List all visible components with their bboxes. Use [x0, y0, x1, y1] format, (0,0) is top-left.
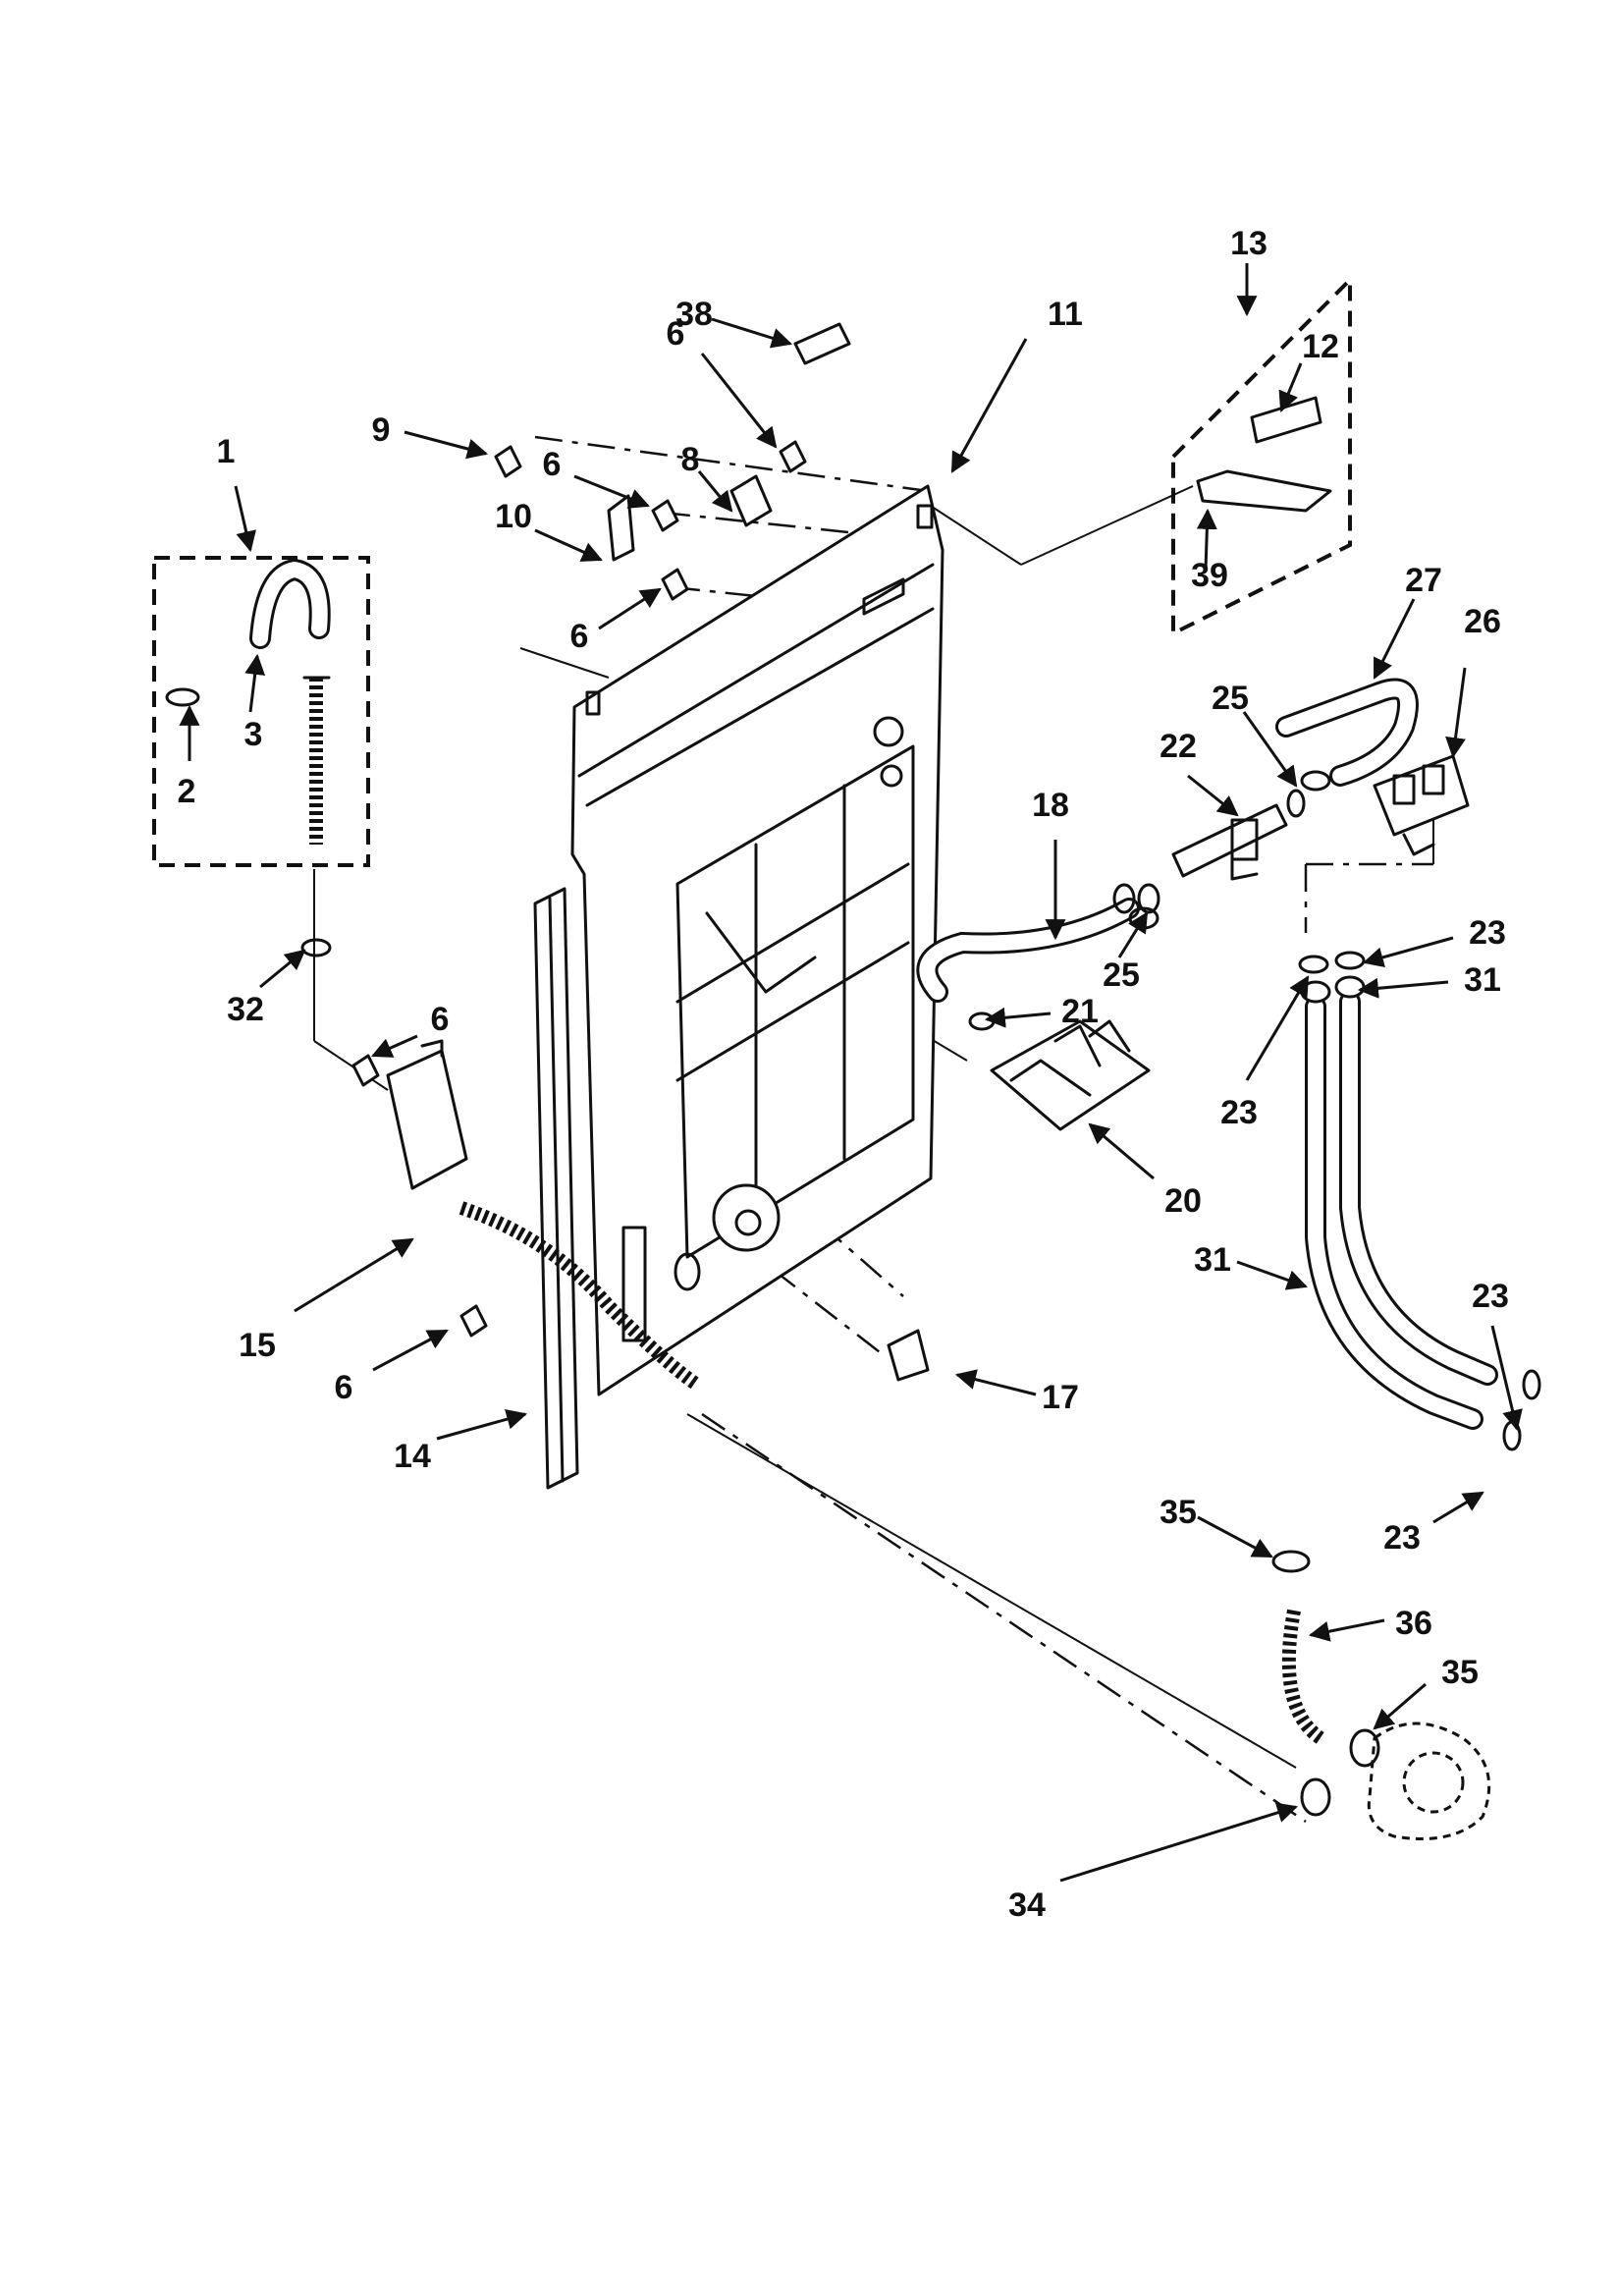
part-label: 23	[1383, 1519, 1421, 1557]
part-label: 22	[1160, 728, 1197, 765]
leader-arrows	[179, 263, 1523, 1883]
part-labels: 1 2 3 32 6 9 6 10 6 8 6 38 11 13 12 39 2…	[178, 225, 1509, 1924]
part-label: 14	[394, 1438, 431, 1475]
part-label: 36	[1395, 1605, 1432, 1642]
part-label: 23	[1220, 1094, 1258, 1131]
pump-area	[1271, 1550, 1491, 1840]
part-label: 38	[675, 296, 713, 333]
part-label: 6	[431, 1001, 450, 1038]
part-label: 13	[1230, 225, 1267, 262]
screws-and-clips	[351, 322, 1331, 1382]
part-label: 10	[495, 498, 532, 535]
part-label: 9	[372, 411, 391, 449]
part-label: 1	[217, 433, 236, 470]
part-label: 11	[1048, 296, 1083, 333]
part-label: 31	[1194, 1241, 1231, 1279]
side-bracket	[533, 887, 579, 1490]
part-label: 32	[227, 991, 264, 1028]
part-label: 8	[681, 441, 700, 478]
dispenser-20	[990, 1019, 1151, 1131]
part-label: 35	[1441, 1654, 1479, 1691]
part-label: 17	[1042, 1379, 1079, 1416]
part-label: 34	[1008, 1886, 1046, 1924]
part-label: 12	[1302, 328, 1339, 365]
part-label: 21	[1061, 993, 1099, 1030]
hose-27	[1275, 678, 1419, 787]
drain-hose-assembly	[152, 556, 370, 957]
part-label: 6	[570, 618, 589, 655]
part-label: 23	[1472, 1278, 1509, 1315]
part-label: 23	[1469, 914, 1506, 952]
part-label: 25	[1103, 957, 1140, 994]
part-label: 26	[1464, 603, 1501, 640]
pump-hose	[386, 1039, 701, 1391]
inlet-valve	[1373, 754, 1470, 856]
part-label: 25	[1212, 680, 1249, 717]
part-label: 6	[667, 315, 685, 353]
part-label: 27	[1405, 562, 1442, 599]
part-label: 31	[1464, 961, 1501, 999]
part-label: 15	[239, 1327, 276, 1364]
inlet-hoses	[1298, 951, 1541, 1451]
rear-panel	[570, 484, 944, 1396]
fill-hose	[916, 883, 1160, 1003]
part-label: 20	[1164, 1182, 1202, 1220]
part-label: 6	[335, 1369, 353, 1406]
switch-bracket-group	[1171, 275, 1352, 637]
part-label: 39	[1191, 557, 1228, 594]
part-label: 3	[244, 716, 263, 753]
part-label: 18	[1032, 787, 1069, 824]
connector-22	[1171, 789, 1306, 881]
part-label: 2	[178, 773, 196, 810]
part-label: 35	[1160, 1494, 1197, 1531]
part-label: 6	[543, 446, 562, 483]
